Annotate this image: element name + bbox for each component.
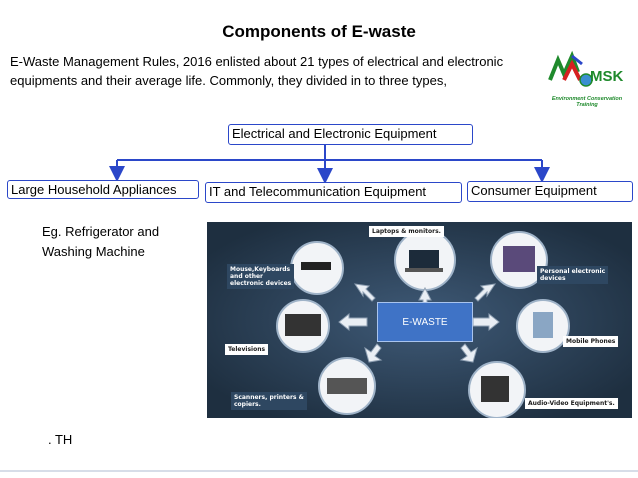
- arrow-right: [472, 312, 500, 332]
- logo-mark-icon: [548, 50, 593, 87]
- label-laptops: Laptops & monitors.: [369, 226, 444, 237]
- root-category-box: Electrical and Electronic Equipment: [228, 124, 473, 145]
- arrow-downleft: [364, 343, 383, 363]
- example-line-2: Washing Machine: [42, 244, 145, 259]
- label-scanners: Scanners, printers & copiers.: [231, 392, 307, 410]
- slide-title: Components of E-waste: [222, 22, 416, 41]
- logo-tagline: Environment Conservation Training: [551, 96, 623, 108]
- label-televisions: Televisions: [225, 344, 269, 355]
- ewaste-diagram: E-WASTE Laptops & monitors. Mouse,Keyboa…: [207, 222, 632, 418]
- label-mobile: Mobile Phones: [563, 336, 619, 347]
- intro-text: E-Waste Management Rules, 2016 enlisted …: [10, 52, 570, 90]
- example-text: Eg. Refrigerator and Washing Machine: [42, 222, 159, 262]
- category-consumer: Consumer Equipment: [467, 181, 633, 202]
- footnote-text: . TH: [48, 432, 73, 447]
- ewaste-center-box: E-WASTE: [377, 302, 473, 342]
- logo-text: MSK: [590, 68, 624, 85]
- label-audio: Audio-Video Equipment's.: [525, 398, 618, 409]
- label-personal: Personal electronic devices: [537, 266, 609, 284]
- intro-line-1: E-Waste Management Rules, 2016 enlisted …: [10, 54, 504, 69]
- label-mouse: Mouse,Keyboards and other electronic dev…: [227, 264, 295, 289]
- bottom-divider: [0, 470, 638, 472]
- arrow-downright: [459, 343, 478, 363]
- arrow-left: [338, 312, 368, 332]
- intro-line-2: equipments and their average life. Commo…: [10, 73, 447, 88]
- category-large-household: Large Household Appliances: [7, 180, 199, 199]
- arrow-upleft: [353, 283, 376, 302]
- msk-logo: MSK Environment Conservation Training: [542, 50, 632, 110]
- arrow-upright: [474, 283, 497, 302]
- category-it-telecom: IT and Telecommunication Equipment: [205, 182, 462, 203]
- example-line-1: Eg. Refrigerator and: [42, 224, 160, 239]
